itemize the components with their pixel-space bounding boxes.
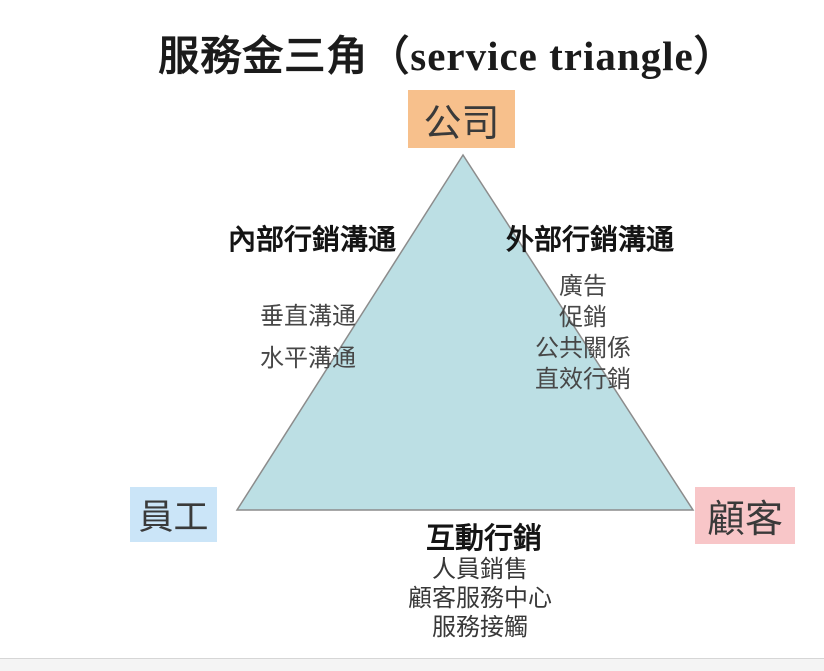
internal-marketing-heading: 內部行銷溝通 xyxy=(228,225,397,256)
interactive-marketing-items: 人員銷售 顧客服務中心 服務接觸 xyxy=(370,556,590,643)
external-item-direct-marketing: 直效行銷 xyxy=(535,367,631,393)
page-title: 服務金三角（service triangle） xyxy=(158,33,736,79)
window-bottom-edge xyxy=(0,658,824,671)
interactive-item-customer-service-center: 顧客服務中心 xyxy=(408,586,552,612)
external-marketing-heading: 外部行銷溝通 xyxy=(506,225,675,256)
interactive-marketing-heading: 互動行銷 xyxy=(425,523,542,555)
node-company: 公司 xyxy=(408,90,515,148)
internal-item-horizontal-communication: 水平溝通 xyxy=(260,346,356,372)
external-marketing-items: 廣告 促銷 公共關係 直效行銷 xyxy=(498,272,668,396)
external-item-promotion: 促銷 xyxy=(559,305,607,331)
node-employee: 員工 xyxy=(130,487,217,542)
node-company-label: 公司 xyxy=(423,102,500,145)
node-employee-label: 員工 xyxy=(138,498,209,537)
external-item-public-relations: 公共關係 xyxy=(535,336,631,362)
interactive-item-service-encounter: 服務接觸 xyxy=(432,615,528,641)
external-item-advertising: 廣告 xyxy=(559,274,607,300)
internal-item-vertical-communication: 垂直溝通 xyxy=(260,304,356,330)
node-customer-label: 顧客 xyxy=(706,499,783,541)
interactive-item-personal-selling: 人員銷售 xyxy=(432,557,528,583)
node-customer: 顧客 xyxy=(695,487,795,544)
triangle-polygon xyxy=(235,153,695,511)
